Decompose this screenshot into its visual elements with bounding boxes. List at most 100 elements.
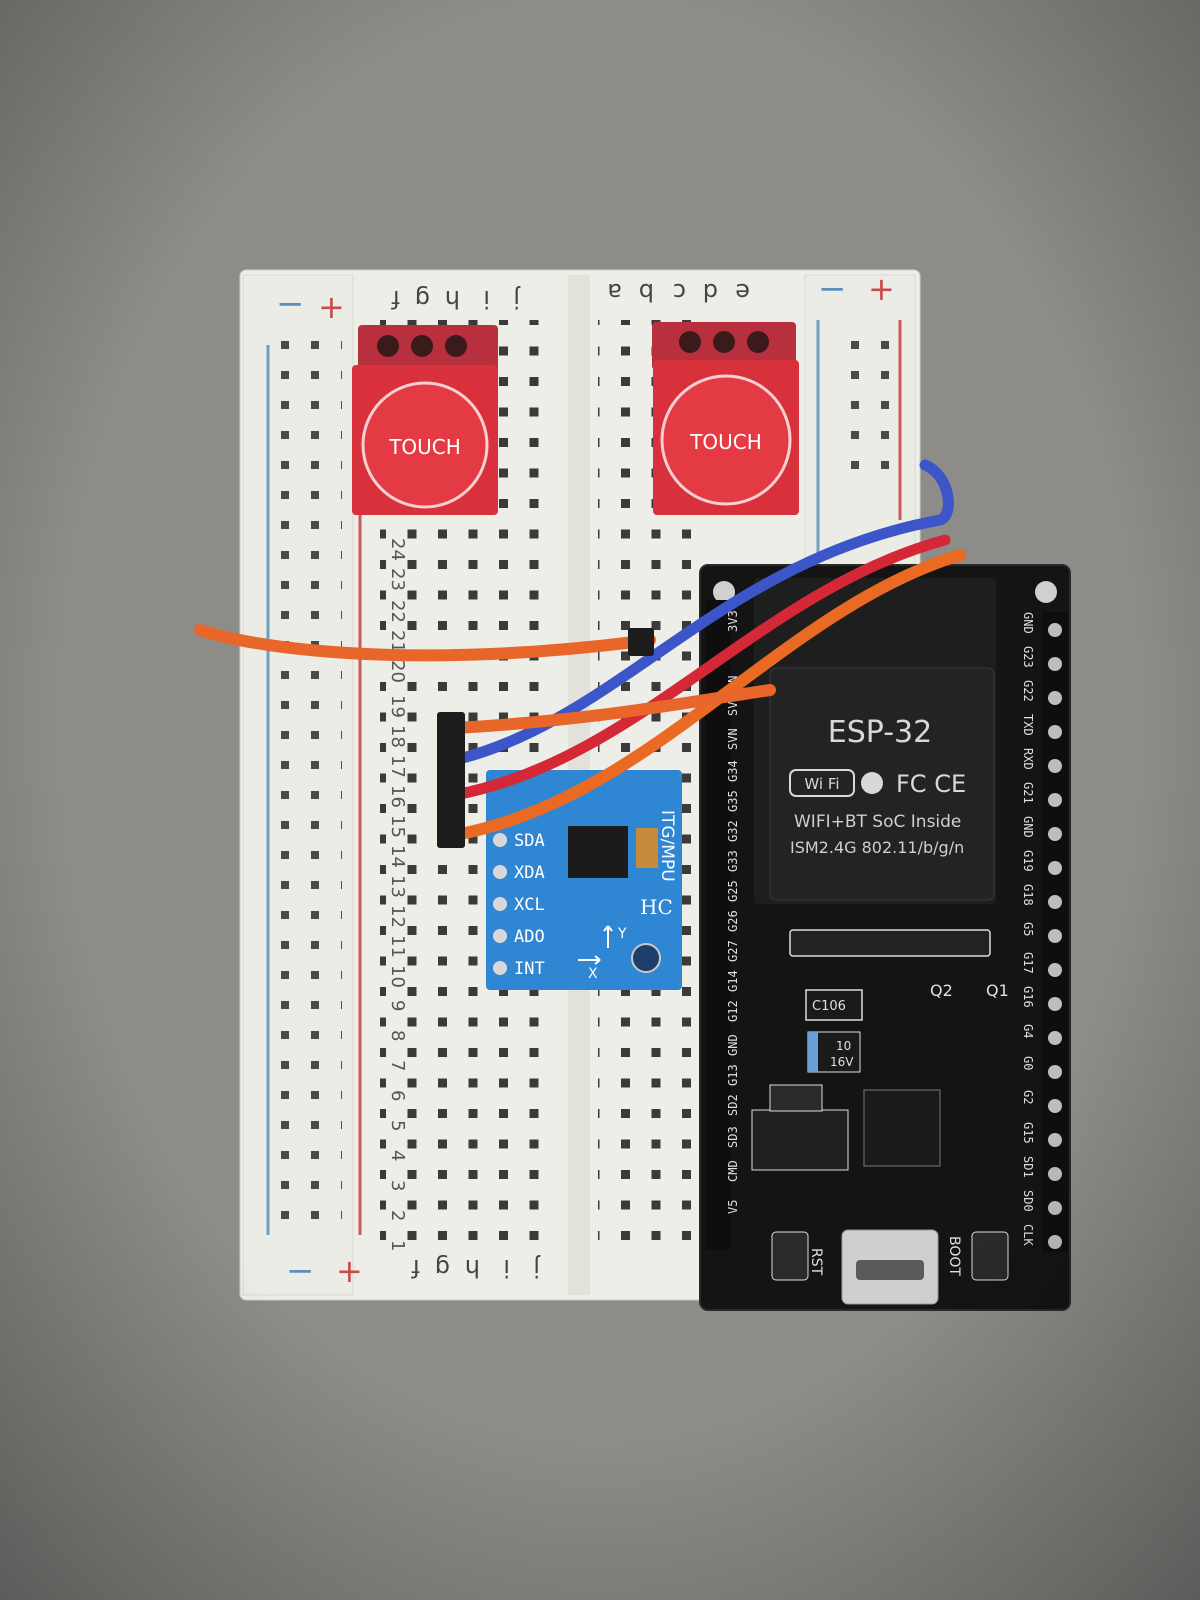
mpu-pin-xda: XDA bbox=[514, 863, 545, 883]
header-pin bbox=[747, 331, 769, 353]
row-number: 22 bbox=[387, 600, 408, 623]
pin-label: G33 bbox=[726, 850, 740, 872]
pin bbox=[1048, 1133, 1062, 1147]
pin-label: SD0 bbox=[1021, 1190, 1035, 1212]
pin bbox=[1048, 827, 1062, 841]
pin-label: V5 bbox=[726, 1200, 740, 1214]
pin-label: G27 bbox=[726, 940, 740, 962]
touch-label: TOUCH bbox=[689, 430, 762, 454]
mpu-pin-int: INT bbox=[514, 959, 545, 979]
col-letter: b bbox=[639, 278, 654, 306]
pin-label: GND bbox=[1021, 612, 1035, 634]
pin-label: RXD bbox=[1021, 748, 1035, 770]
col-letter: j bbox=[533, 1254, 541, 1282]
row-number: 23 bbox=[387, 568, 408, 591]
mpu-axis-x: X bbox=[588, 966, 598, 982]
pin-label: G25 bbox=[726, 880, 740, 902]
row-number: 18 bbox=[387, 725, 408, 748]
col-letter: i bbox=[503, 1254, 510, 1282]
row-number: 4 bbox=[387, 1150, 408, 1161]
pin bbox=[1048, 1065, 1062, 1079]
pin bbox=[1048, 1235, 1062, 1249]
col-letter: h bbox=[465, 1254, 480, 1282]
row-number: 24 bbox=[387, 538, 408, 561]
row-number: 8 bbox=[387, 1030, 408, 1041]
pin bbox=[1048, 759, 1062, 773]
connector bbox=[628, 628, 654, 656]
row-number: 16 bbox=[387, 785, 408, 808]
col-letter: j bbox=[513, 285, 521, 313]
col-letter: h bbox=[445, 285, 460, 313]
mpu-pin-ado: ADO bbox=[514, 927, 545, 947]
row-number: 5 bbox=[387, 1120, 408, 1131]
cert-marks: FC CE bbox=[896, 770, 966, 798]
header-pin bbox=[377, 335, 399, 357]
pin-label: G13 bbox=[726, 1064, 740, 1086]
pin-label: G0 bbox=[1021, 1056, 1035, 1070]
row-number: 20 bbox=[387, 660, 408, 683]
pin-label: SD1 bbox=[1021, 1156, 1035, 1178]
row-number: 1 bbox=[387, 1240, 408, 1251]
mpu-brand: HC bbox=[640, 895, 673, 919]
right-rail-plus: + bbox=[868, 270, 895, 308]
mpu-pin-sda: SDA bbox=[514, 831, 545, 851]
mpu-axis-y: Y bbox=[617, 926, 627, 942]
mpu-chip bbox=[568, 826, 628, 878]
pin-label: G15 bbox=[1021, 1122, 1035, 1144]
row-number: 10 bbox=[387, 965, 408, 988]
col-letter: g bbox=[435, 1254, 450, 1282]
voltage-regulator bbox=[751, 1109, 849, 1171]
header-pin bbox=[679, 331, 701, 353]
pin-hole bbox=[493, 865, 507, 879]
row-number: 15 bbox=[387, 815, 408, 838]
module-text-line1: WIFI+BT SoC Inside bbox=[794, 812, 961, 832]
left-rail-minus: − bbox=[276, 284, 305, 324]
pin bbox=[1048, 1201, 1062, 1215]
row-number: 7 bbox=[387, 1060, 408, 1071]
boot-button[interactable] bbox=[971, 1231, 1009, 1281]
pin-hole bbox=[493, 833, 507, 847]
cap-value-2: 16V bbox=[830, 1055, 854, 1069]
right-rail-holes bbox=[830, 320, 892, 480]
row-number: 6 bbox=[387, 1090, 408, 1101]
pin bbox=[1048, 1099, 1062, 1113]
col-letter: d bbox=[703, 278, 718, 306]
mpu-mount-hole bbox=[631, 943, 661, 973]
pin-label: G21 bbox=[1021, 782, 1035, 804]
pin-label: 3V3 bbox=[726, 610, 740, 632]
esp32-module-title: ESP-32 bbox=[828, 715, 932, 750]
mount-hole-top-right bbox=[1035, 581, 1057, 603]
pin-label: SVN bbox=[726, 728, 740, 750]
wifi-logo: Wi Fi bbox=[804, 775, 839, 793]
pin bbox=[1048, 691, 1062, 705]
pin-label: SD3 bbox=[726, 1126, 740, 1148]
row-number: 2 bbox=[387, 1210, 408, 1221]
pin bbox=[1048, 793, 1062, 807]
pin-label: G32 bbox=[726, 820, 740, 842]
touch-label: TOUCH bbox=[388, 435, 461, 459]
pin-hole bbox=[493, 961, 507, 975]
pin bbox=[1048, 623, 1062, 637]
right-rail-minus: − bbox=[818, 269, 847, 309]
left-rail-holes bbox=[280, 330, 342, 1230]
pin-label: G5 bbox=[1021, 922, 1035, 936]
tantalum-stripe bbox=[808, 1032, 818, 1072]
pin-label: G18 bbox=[1021, 884, 1035, 906]
row-number: 19 bbox=[387, 695, 408, 718]
connector bbox=[437, 712, 465, 848]
cap-value-1: 10 bbox=[836, 1039, 851, 1053]
pin-label: CMD bbox=[726, 1160, 740, 1182]
pin-label: G35 bbox=[726, 790, 740, 812]
pin-label: G16 bbox=[1021, 986, 1035, 1008]
pin bbox=[1048, 997, 1062, 1011]
row-number: 11 bbox=[387, 935, 408, 958]
col-letter: i bbox=[483, 285, 490, 313]
pin bbox=[1048, 861, 1062, 875]
pin-label: GND bbox=[726, 1034, 740, 1056]
pin-hole bbox=[493, 929, 507, 943]
touch-sensor-right: TOUCH bbox=[652, 322, 799, 515]
pin bbox=[1048, 895, 1062, 909]
rst-button[interactable] bbox=[771, 1231, 809, 1281]
pin-label: G26 bbox=[726, 910, 740, 932]
